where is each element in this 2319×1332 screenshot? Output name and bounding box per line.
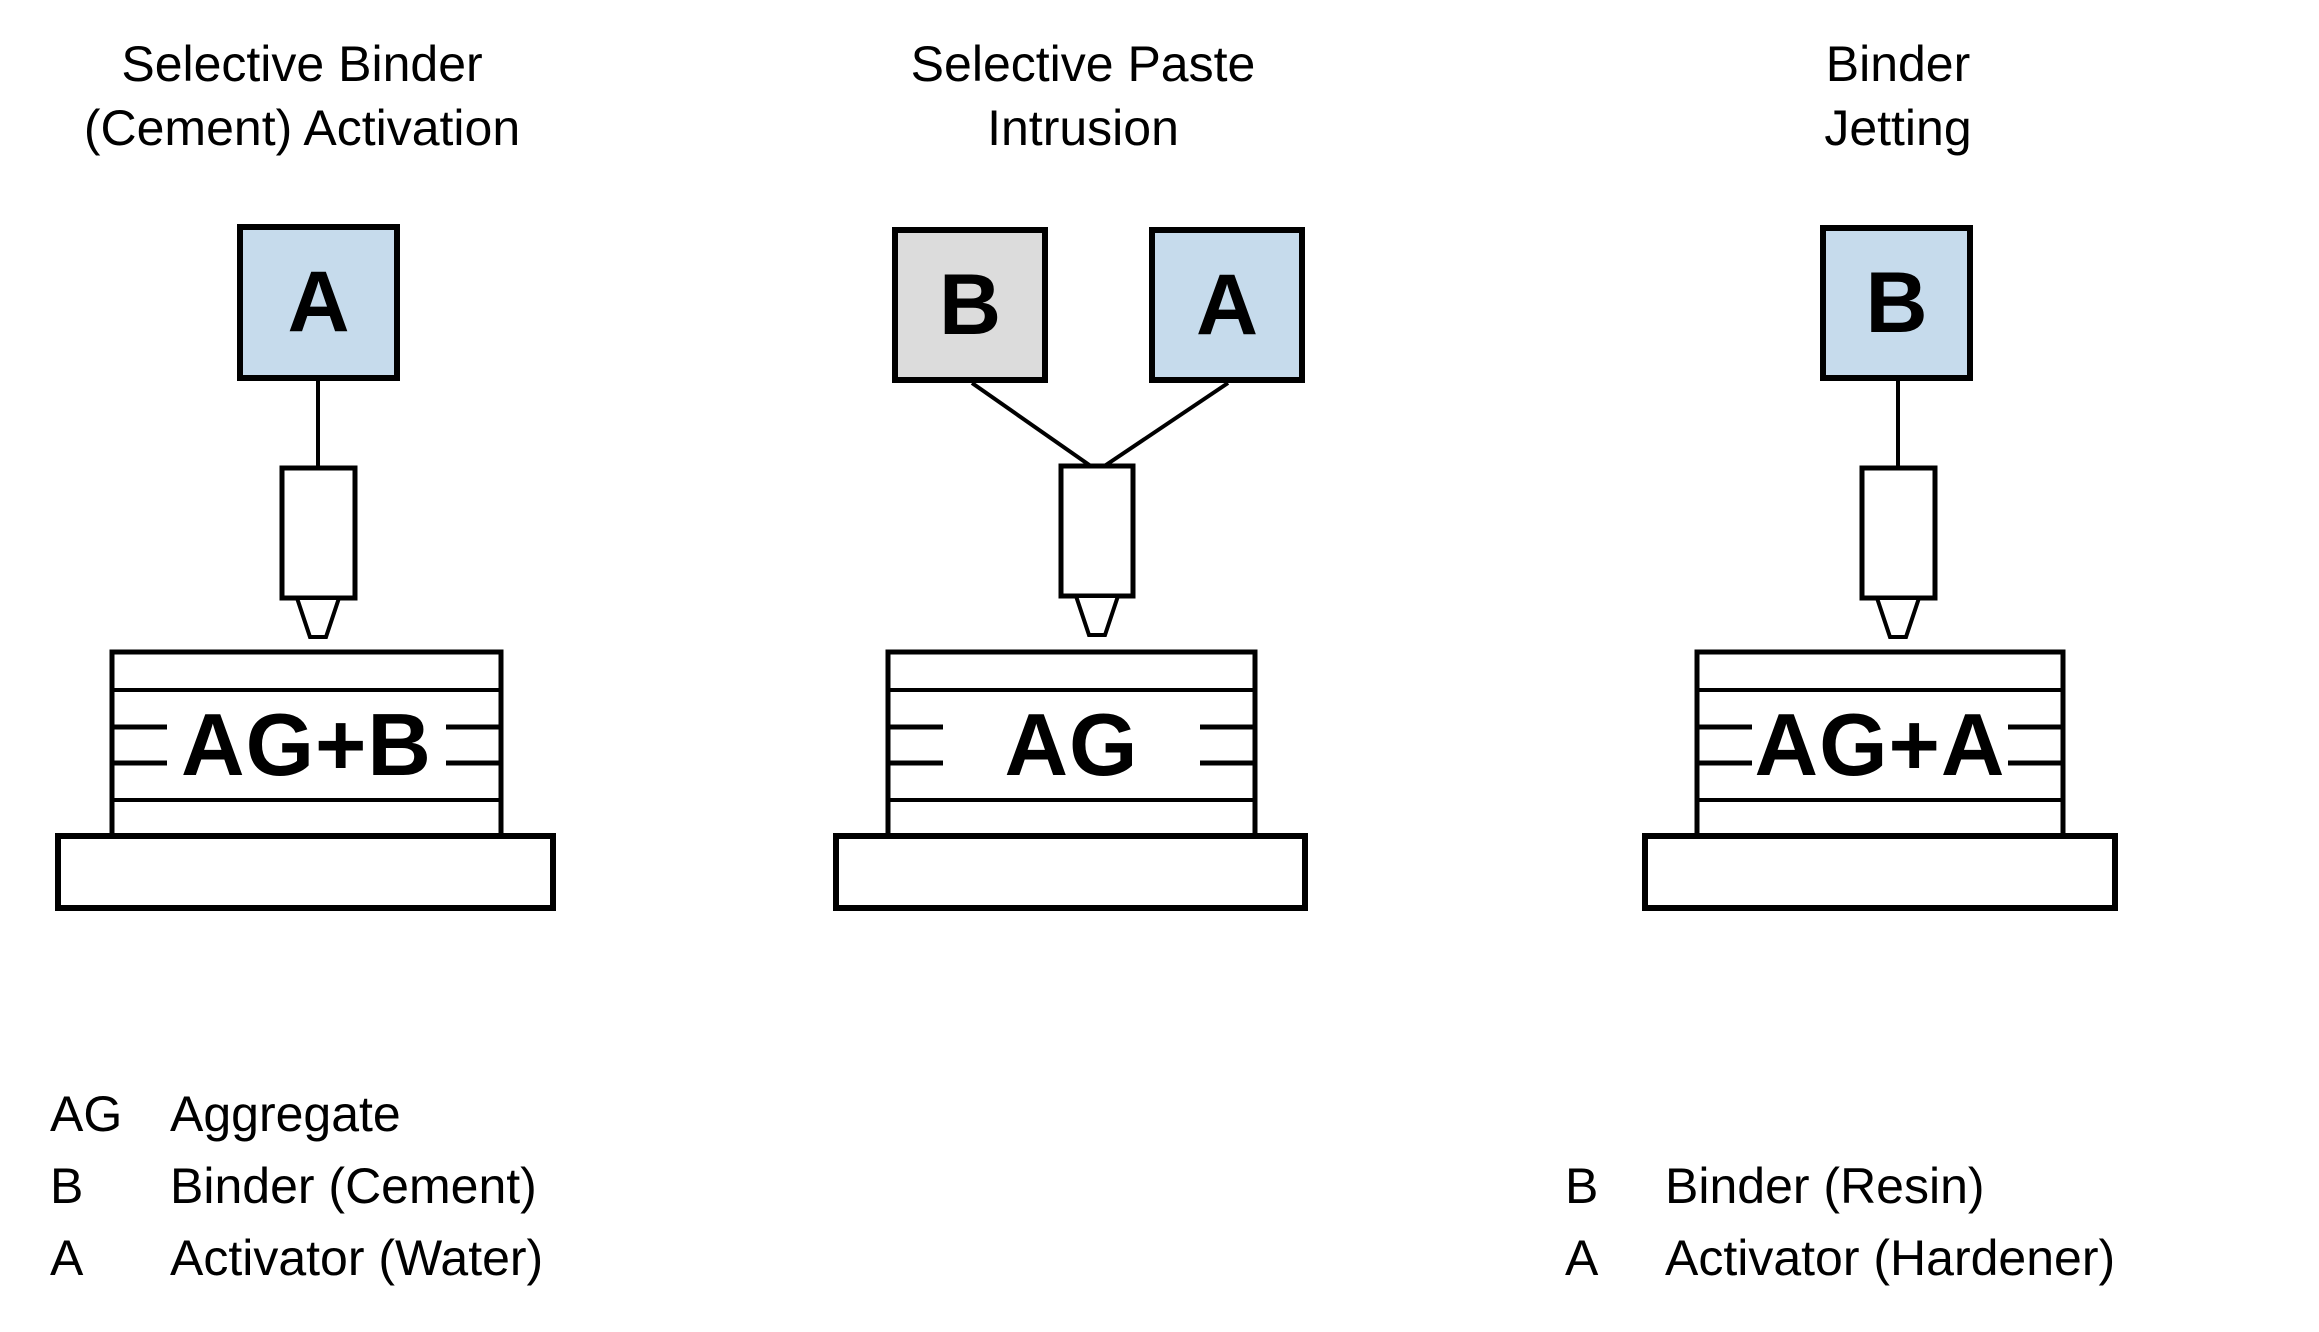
- spi-nozzle-body: [1058, 463, 1136, 599]
- legend-definition: Activator (Water): [170, 1230, 544, 1286]
- bj-box-letter-b: B: [1865, 254, 1928, 351]
- bj-build-bed: [1694, 649, 2066, 839]
- spi-source-box-a: [1149, 227, 1305, 383]
- legend-term: B: [50, 1158, 84, 1214]
- sba-bed-label: AG+B: [181, 695, 432, 794]
- sba-shapes: [55, 224, 556, 911]
- spi-bed-label: AG: [1004, 695, 1139, 794]
- bj-nozzle-tip: [1874, 596, 1922, 639]
- legend-term: A: [50, 1230, 84, 1286]
- legend-definition: Binder (Cement): [170, 1158, 537, 1214]
- spi-connector-line-a: [1098, 381, 1230, 471]
- legend-definition: Aggregate: [170, 1086, 401, 1142]
- legend-right: B Binder (Resin) A Activator (Hardener): [1565, 1150, 2115, 1294]
- legend-definition: Binder (Resin): [1665, 1158, 1985, 1214]
- bj-nozzle-body: [1859, 465, 1938, 601]
- legend-left: AG Aggregate B Binder (Cement) A Activat…: [50, 1078, 543, 1294]
- spi-shapes: [833, 227, 1308, 911]
- spi-connector-line-b: [970, 381, 1097, 471]
- sba-box-letter-a: A: [287, 254, 350, 350]
- legend-term: B: [1565, 1158, 1599, 1214]
- sba-nozzle-tip: [294, 596, 342, 639]
- legend-definition: Activator (Hardener): [1665, 1230, 2116, 1286]
- legend-row-aggregate: AG Aggregate: [50, 1078, 543, 1150]
- spi-build-bed: [885, 649, 1258, 839]
- legend-row-binder-resin: B Binder (Resin): [1565, 1150, 2115, 1222]
- sba-source-box-a: [237, 224, 400, 381]
- spi-box-letter-a: A: [1195, 256, 1259, 353]
- bj-source-box-b: [1820, 225, 1973, 381]
- bj-shapes: [1642, 225, 2118, 911]
- spi-build-platform: [833, 833, 1308, 911]
- legend-row-activator-hardener: A Activator (Hardener): [1565, 1222, 2115, 1294]
- legend-row-activator-water: A Activator (Water): [50, 1222, 543, 1294]
- spi-source-box-b: [892, 227, 1048, 383]
- bj-bed-label: AG+A: [1754, 695, 2006, 794]
- legend-term: A: [1565, 1230, 1599, 1286]
- legend-term: AG: [50, 1086, 123, 1142]
- bj-build-platform: [1642, 833, 2118, 911]
- sba-title: Selective Binder (Cement) Activation: [83, 36, 521, 156]
- spi-box-letter-b: B: [938, 256, 1002, 353]
- legend-row-binder-cement: B Binder (Cement): [50, 1150, 543, 1222]
- spi-nozzle-tip: [1073, 594, 1121, 637]
- bj-title: Binder Jetting: [1824, 36, 1972, 156]
- sba-nozzle-body: [279, 465, 358, 601]
- sba-build-platform: [55, 833, 556, 911]
- spi-title: Selective Paste Intrusion: [910, 36, 1256, 156]
